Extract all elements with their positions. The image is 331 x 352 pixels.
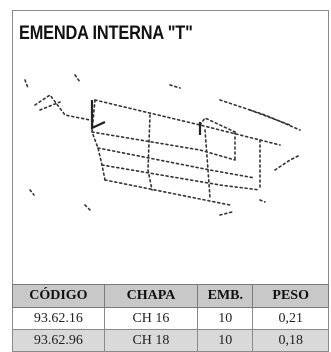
header-codigo: CÓDIGO (12, 284, 105, 308)
header-chapa: CHAPA (103, 284, 199, 308)
table-row: 93.62.96 CH 18 10 0,18 (12, 329, 329, 352)
tee-joint-drawing-icon (24, 74, 301, 216)
spec-table: CÓDIGO CHAPA EMB. PESO 93.62.16 CH 16 10… (12, 284, 329, 352)
cell-codigo: 93.62.16 (12, 307, 105, 330)
cell-chapa: CH 18 (103, 329, 199, 352)
header-emb: EMB. (197, 284, 254, 308)
cell-emb: 10 (197, 329, 254, 352)
cell-codigo: 93.62.96 (12, 329, 105, 352)
table-row: 93.62.16 CH 16 10 0,21 (12, 307, 329, 330)
table-header-row: CÓDIGO CHAPA EMB. PESO (12, 284, 329, 308)
header-peso: PESO (252, 284, 329, 308)
product-title: EMENDA INTERNA "T" (19, 23, 193, 44)
cell-peso: 0,21 (252, 307, 329, 330)
cell-chapa: CH 16 (103, 307, 199, 330)
cell-peso: 0,18 (252, 329, 329, 352)
cell-emb: 10 (197, 307, 254, 330)
